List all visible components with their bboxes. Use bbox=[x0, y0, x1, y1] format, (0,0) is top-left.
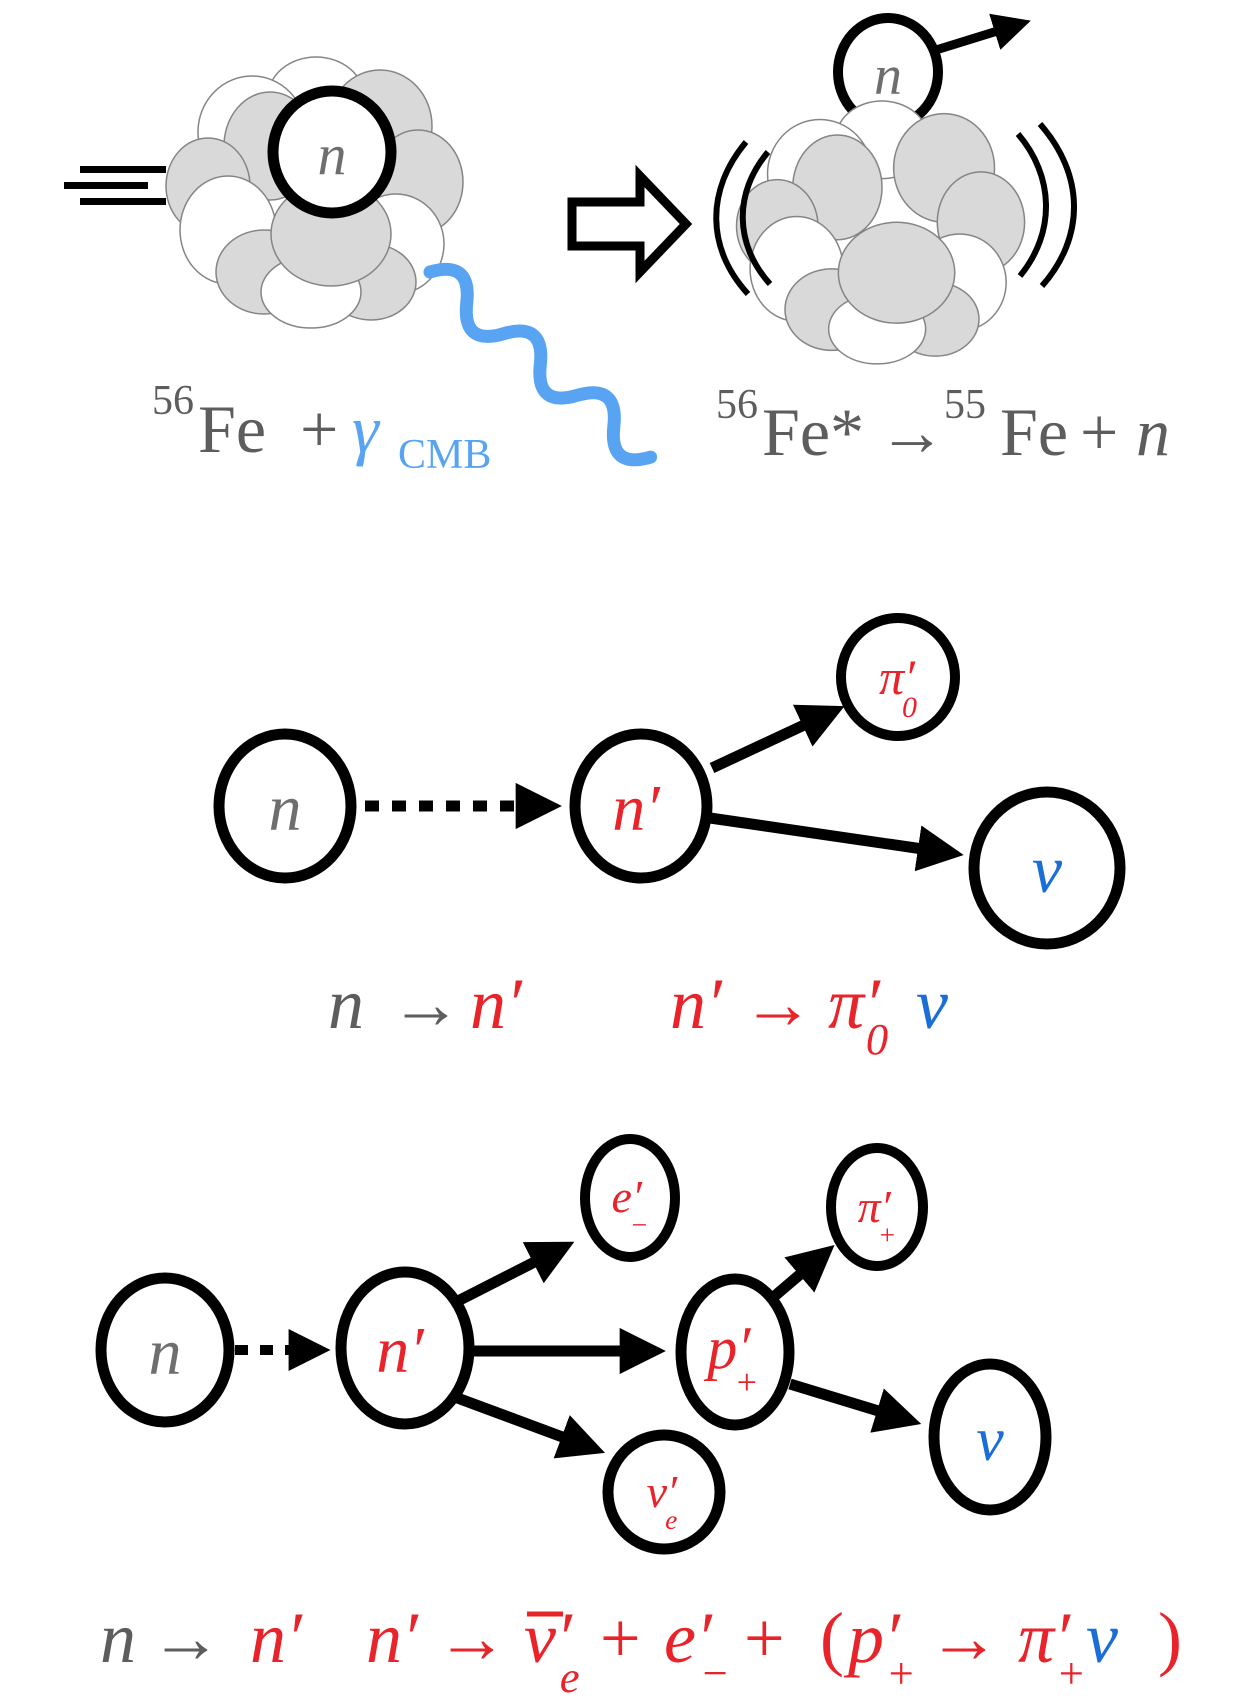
caption-term: → bbox=[150, 1598, 222, 1678]
caption-term: → bbox=[436, 1598, 508, 1678]
node-n-label: n bbox=[269, 772, 302, 845]
plus-sign: + bbox=[1080, 394, 1118, 470]
mass-number-2: 55 bbox=[944, 382, 986, 428]
caption-term: ν bbox=[916, 964, 948, 1044]
top-panel: n 56 Fe + γ CMB n 56 Fe* bbox=[64, 13, 1170, 478]
arrow-glyph: → bbox=[878, 394, 946, 470]
node-nprime bbox=[569, 728, 713, 884]
plus-sign: + bbox=[300, 391, 338, 467]
middle-panel: n n′ π′0 ν n → n′ n′ → π′0 ν bbox=[213, 613, 1126, 1064]
node-nu-label: ν bbox=[1032, 831, 1063, 907]
caption-term: + bbox=[600, 1598, 641, 1678]
node-piprime-plus bbox=[826, 1143, 928, 1271]
node-pprime-plus bbox=[675, 1273, 795, 1431]
photon-wave-icon bbox=[423, 262, 658, 467]
node-nprime bbox=[335, 1266, 475, 1430]
decay-arrow-to-piplus bbox=[766, 1245, 835, 1305]
decay-arrow-to-nu bbox=[709, 812, 964, 872]
node-pprime-plus-label: p′+ bbox=[703, 1315, 758, 1402]
mass-number: 56 bbox=[152, 378, 194, 424]
node-eprime-minus bbox=[580, 1134, 680, 1262]
gamma-symbol: γ bbox=[352, 391, 381, 467]
node-nu bbox=[928, 1358, 1052, 1516]
caption-term: n′ bbox=[470, 964, 523, 1044]
caption-term: n′ bbox=[670, 964, 723, 1044]
ejected-neutron-label: n bbox=[874, 45, 902, 107]
caption-term: π′+ bbox=[1018, 1598, 1086, 1698]
reaction-caption-right: 56 Fe* → 55 Fe + n bbox=[716, 382, 1170, 470]
decay-arrow-to-nu bbox=[788, 1378, 922, 1433]
caption-term: n bbox=[328, 964, 364, 1044]
caption-term: ( bbox=[820, 1598, 844, 1678]
caption-term: ν bbox=[1086, 1598, 1118, 1678]
bottom-panel: n n′ e′− ν′e p′+ π′+ ν n → n′ n′ → ν′e +… bbox=[95, 1134, 1182, 1700]
caption-term: n′ bbox=[250, 1598, 303, 1678]
excited-element-symbol: Fe* bbox=[762, 394, 864, 470]
node-nuprime-e-label: ν′e bbox=[647, 1466, 678, 1535]
block-arrow-icon bbox=[567, 164, 693, 284]
iron-nucleus-right bbox=[735, 100, 1026, 365]
node-nprime-label: n′ bbox=[376, 1314, 425, 1387]
vibration-arcs-icon bbox=[713, 122, 1077, 297]
equivalence-icon bbox=[64, 166, 166, 205]
neutron-node-in-nucleus bbox=[267, 85, 397, 219]
node-n bbox=[213, 728, 357, 884]
node-pi0-label: π′0 bbox=[879, 649, 917, 724]
node-nuprime-e bbox=[602, 1429, 726, 1555]
element-symbol: Fe bbox=[198, 391, 266, 467]
caption-term: e′− bbox=[664, 1598, 730, 1698]
cmb-subscript: CMB bbox=[398, 432, 491, 478]
decay-arrow-to-eprime bbox=[453, 1241, 575, 1307]
neutron-label: n bbox=[318, 122, 347, 187]
node-pi0 bbox=[836, 613, 960, 741]
middle-caption: n → n′ n′ → π′0 ν bbox=[328, 964, 948, 1064]
node-n bbox=[95, 1272, 235, 1428]
node-eprime-minus-label: e′− bbox=[611, 1171, 648, 1240]
caption-term: n bbox=[100, 1598, 136, 1678]
caption-term: n′ bbox=[366, 1598, 419, 1678]
element-symbol-2: Fe bbox=[1000, 394, 1068, 470]
node-nprime-label: n′ bbox=[612, 772, 661, 845]
reaction-caption-left: 56 Fe + γ CMB bbox=[152, 378, 491, 478]
caption-term: π′0 bbox=[828, 964, 888, 1064]
caption-term-nubar: ν′e bbox=[524, 1598, 580, 1700]
caption-term: → bbox=[390, 964, 462, 1044]
neutron-ejection-arrow bbox=[934, 13, 1031, 55]
decay-arrow-to-nuprime bbox=[450, 1390, 605, 1459]
caption-term: → bbox=[928, 1598, 1000, 1678]
neutron-symbol: n bbox=[1136, 394, 1170, 470]
node-piprime-plus-label: π′+ bbox=[858, 1181, 897, 1250]
caption-term: ) bbox=[1158, 1598, 1182, 1678]
mass-number: 56 bbox=[716, 382, 758, 428]
decay-arrow-to-pi0 bbox=[709, 704, 845, 773]
caption-term: p′+ bbox=[843, 1598, 916, 1698]
node-nu-label: ν bbox=[976, 1406, 1004, 1474]
node-nu bbox=[968, 786, 1126, 950]
bottom-caption: n → n′ n′ → ν′e + e′− + ( p′+ → π′+ ν ) bbox=[100, 1598, 1182, 1700]
nucleon-blob bbox=[837, 221, 956, 324]
node-n-label: n bbox=[149, 1316, 182, 1389]
caption-term: + bbox=[744, 1598, 785, 1678]
caption-term: → bbox=[742, 964, 814, 1044]
